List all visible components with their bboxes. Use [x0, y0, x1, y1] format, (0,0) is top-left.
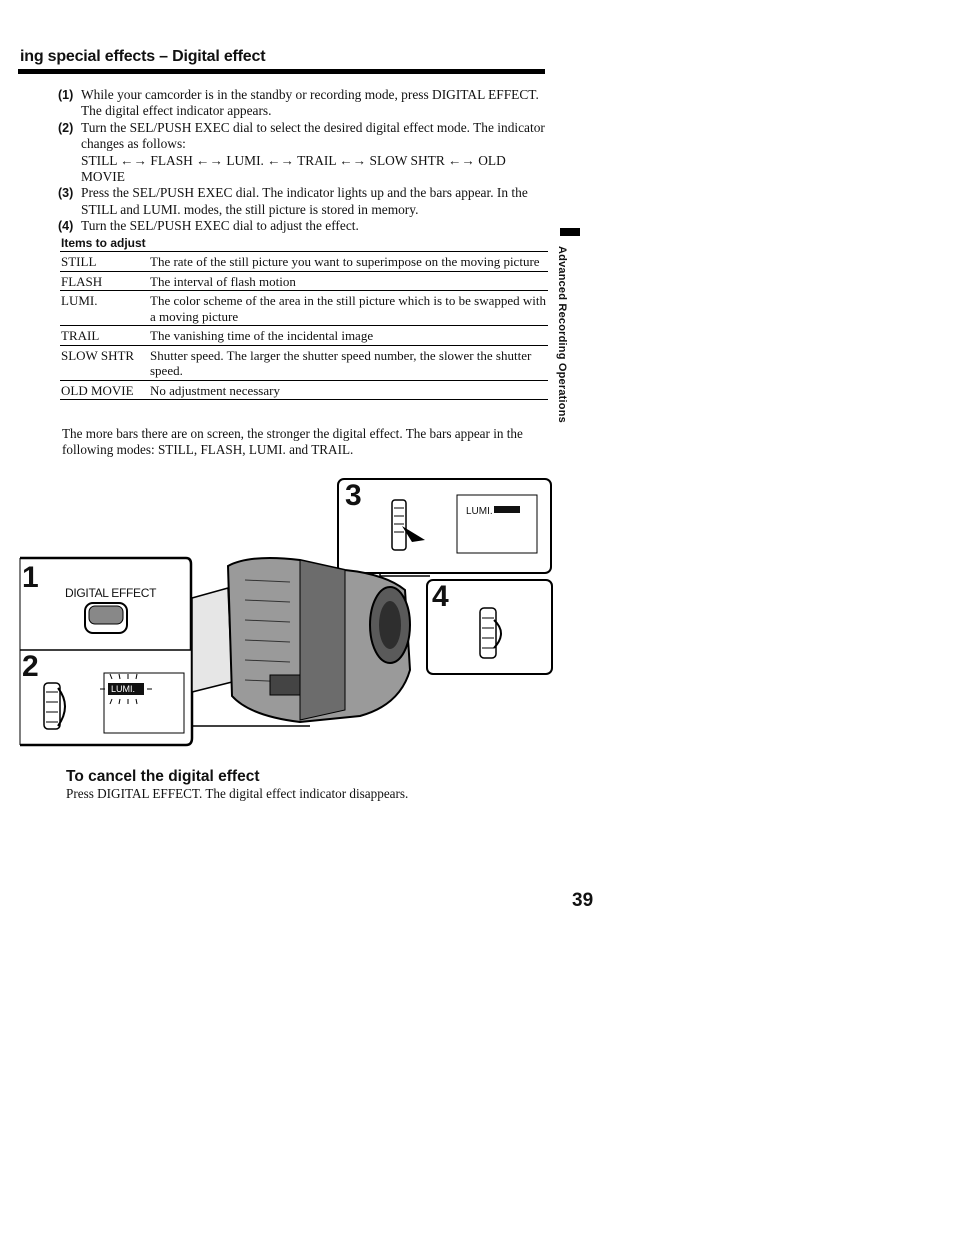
step-3: (3) Press the SEL/PUSH EXEC dial. The in…: [58, 185, 548, 218]
panel-1-number: 1: [22, 561, 39, 594]
step-number: (2): [58, 120, 74, 135]
step-2: (2) Turn the SEL/PUSH EXEC dial to selec…: [58, 120, 548, 186]
side-tab-marker: [560, 228, 580, 236]
effect-bars-3: [494, 506, 520, 513]
step-number: (4): [58, 219, 74, 234]
items-table: STILL The rate of the still picture you …: [60, 251, 548, 400]
camcorder-body: [191, 557, 412, 724]
item-name: SLOW SHTR: [60, 344, 150, 380]
item-description: The vanishing time of the incidental ima…: [150, 325, 548, 345]
step-4: (4) Turn the SEL/PUSH EXEC dial to adjus…: [58, 218, 548, 234]
table-row: SLOW SHTR Shutter speed. The larger the …: [60, 344, 548, 380]
step-text: Press the SEL/PUSH EXEC dial. The indica…: [81, 185, 528, 217]
panel-2-lcd-label: LUMI.: [111, 684, 136, 694]
step-text: Turn the SEL/PUSH EXEC dial to adjust th…: [81, 218, 359, 234]
item-description: Shutter speed. The larger the shutter sp…: [150, 344, 548, 380]
table-row: STILL The rate of the still picture you …: [60, 251, 548, 271]
lcd-indicator-bg: [108, 683, 144, 695]
side-tab-label: Advanced Recording Operations: [556, 246, 568, 423]
item-name: OLD MOVIE: [60, 379, 150, 400]
panel-4-number: 4: [432, 580, 449, 613]
camcorder-illustration: [19, 478, 553, 747]
step-number: (1): [58, 88, 74, 102]
panel-3-lcd-label: LUMI.: [466, 506, 493, 517]
table-row: OLD MOVIE No adjustment necessary: [60, 379, 548, 400]
item-description: The color scheme of the area in the stil…: [150, 290, 548, 326]
item-description: The interval of flash motion: [150, 270, 548, 291]
item-description: No adjustment necessary: [150, 379, 548, 400]
step-number: (3): [58, 186, 74, 201]
blink-rays: [100, 673, 152, 705]
mode-sequence: STILL ←→ FLASH ←→ LUMI. ←→ TRAIL ←→ SLOW…: [81, 152, 506, 185]
page-number: 39: [572, 890, 594, 911]
table-row: FLASH The interval of flash motion: [60, 270, 548, 291]
item-description: The rate of the still picture you want t…: [150, 251, 548, 271]
viewfinder-screen-3: [456, 494, 538, 554]
item-name: LUMI.: [60, 290, 150, 326]
procedure-steps: (1) While your camcorder is in the stand…: [58, 87, 548, 235]
dial-icon-4: [479, 607, 502, 659]
header-rule: [18, 69, 545, 74]
panel-4-frame: [426, 579, 553, 675]
step-text: While your camcorder is in the standby o…: [81, 87, 539, 119]
bars-note: The more bars there are on screen, the s…: [62, 426, 523, 457]
panel-3-number: 3: [345, 479, 362, 512]
step-text: Turn the SEL/PUSH EXEC dial to select th…: [81, 119, 545, 152]
table-row: LUMI. The color scheme of the area in th…: [60, 290, 548, 326]
cancel-heading: To cancel the digital effect: [66, 768, 260, 785]
step-1: (1) While your camcorder is in the stand…: [58, 87, 548, 120]
viewfinder-screen-2: [103, 672, 185, 734]
item-name: TRAIL: [60, 325, 150, 345]
dial-icon-2: [43, 682, 66, 730]
dial-icon-3: [391, 499, 425, 551]
item-name: FLASH: [60, 270, 150, 291]
digital-effect-label: DIGITAL EFFECT: [65, 586, 157, 600]
panel-2-number: 2: [22, 650, 39, 683]
section-title: ing special effects – Digital effect: [20, 48, 266, 65]
table-row: TRAIL The vanishing time of the incident…: [60, 325, 548, 345]
cancel-text: Press DIGITAL EFFECT. The digital effect…: [66, 786, 409, 801]
panel-3-frame: [337, 478, 552, 574]
digital-effect-button: [84, 602, 128, 634]
items-heading: Items to adjust: [61, 236, 146, 250]
item-name: STILL: [60, 251, 150, 271]
